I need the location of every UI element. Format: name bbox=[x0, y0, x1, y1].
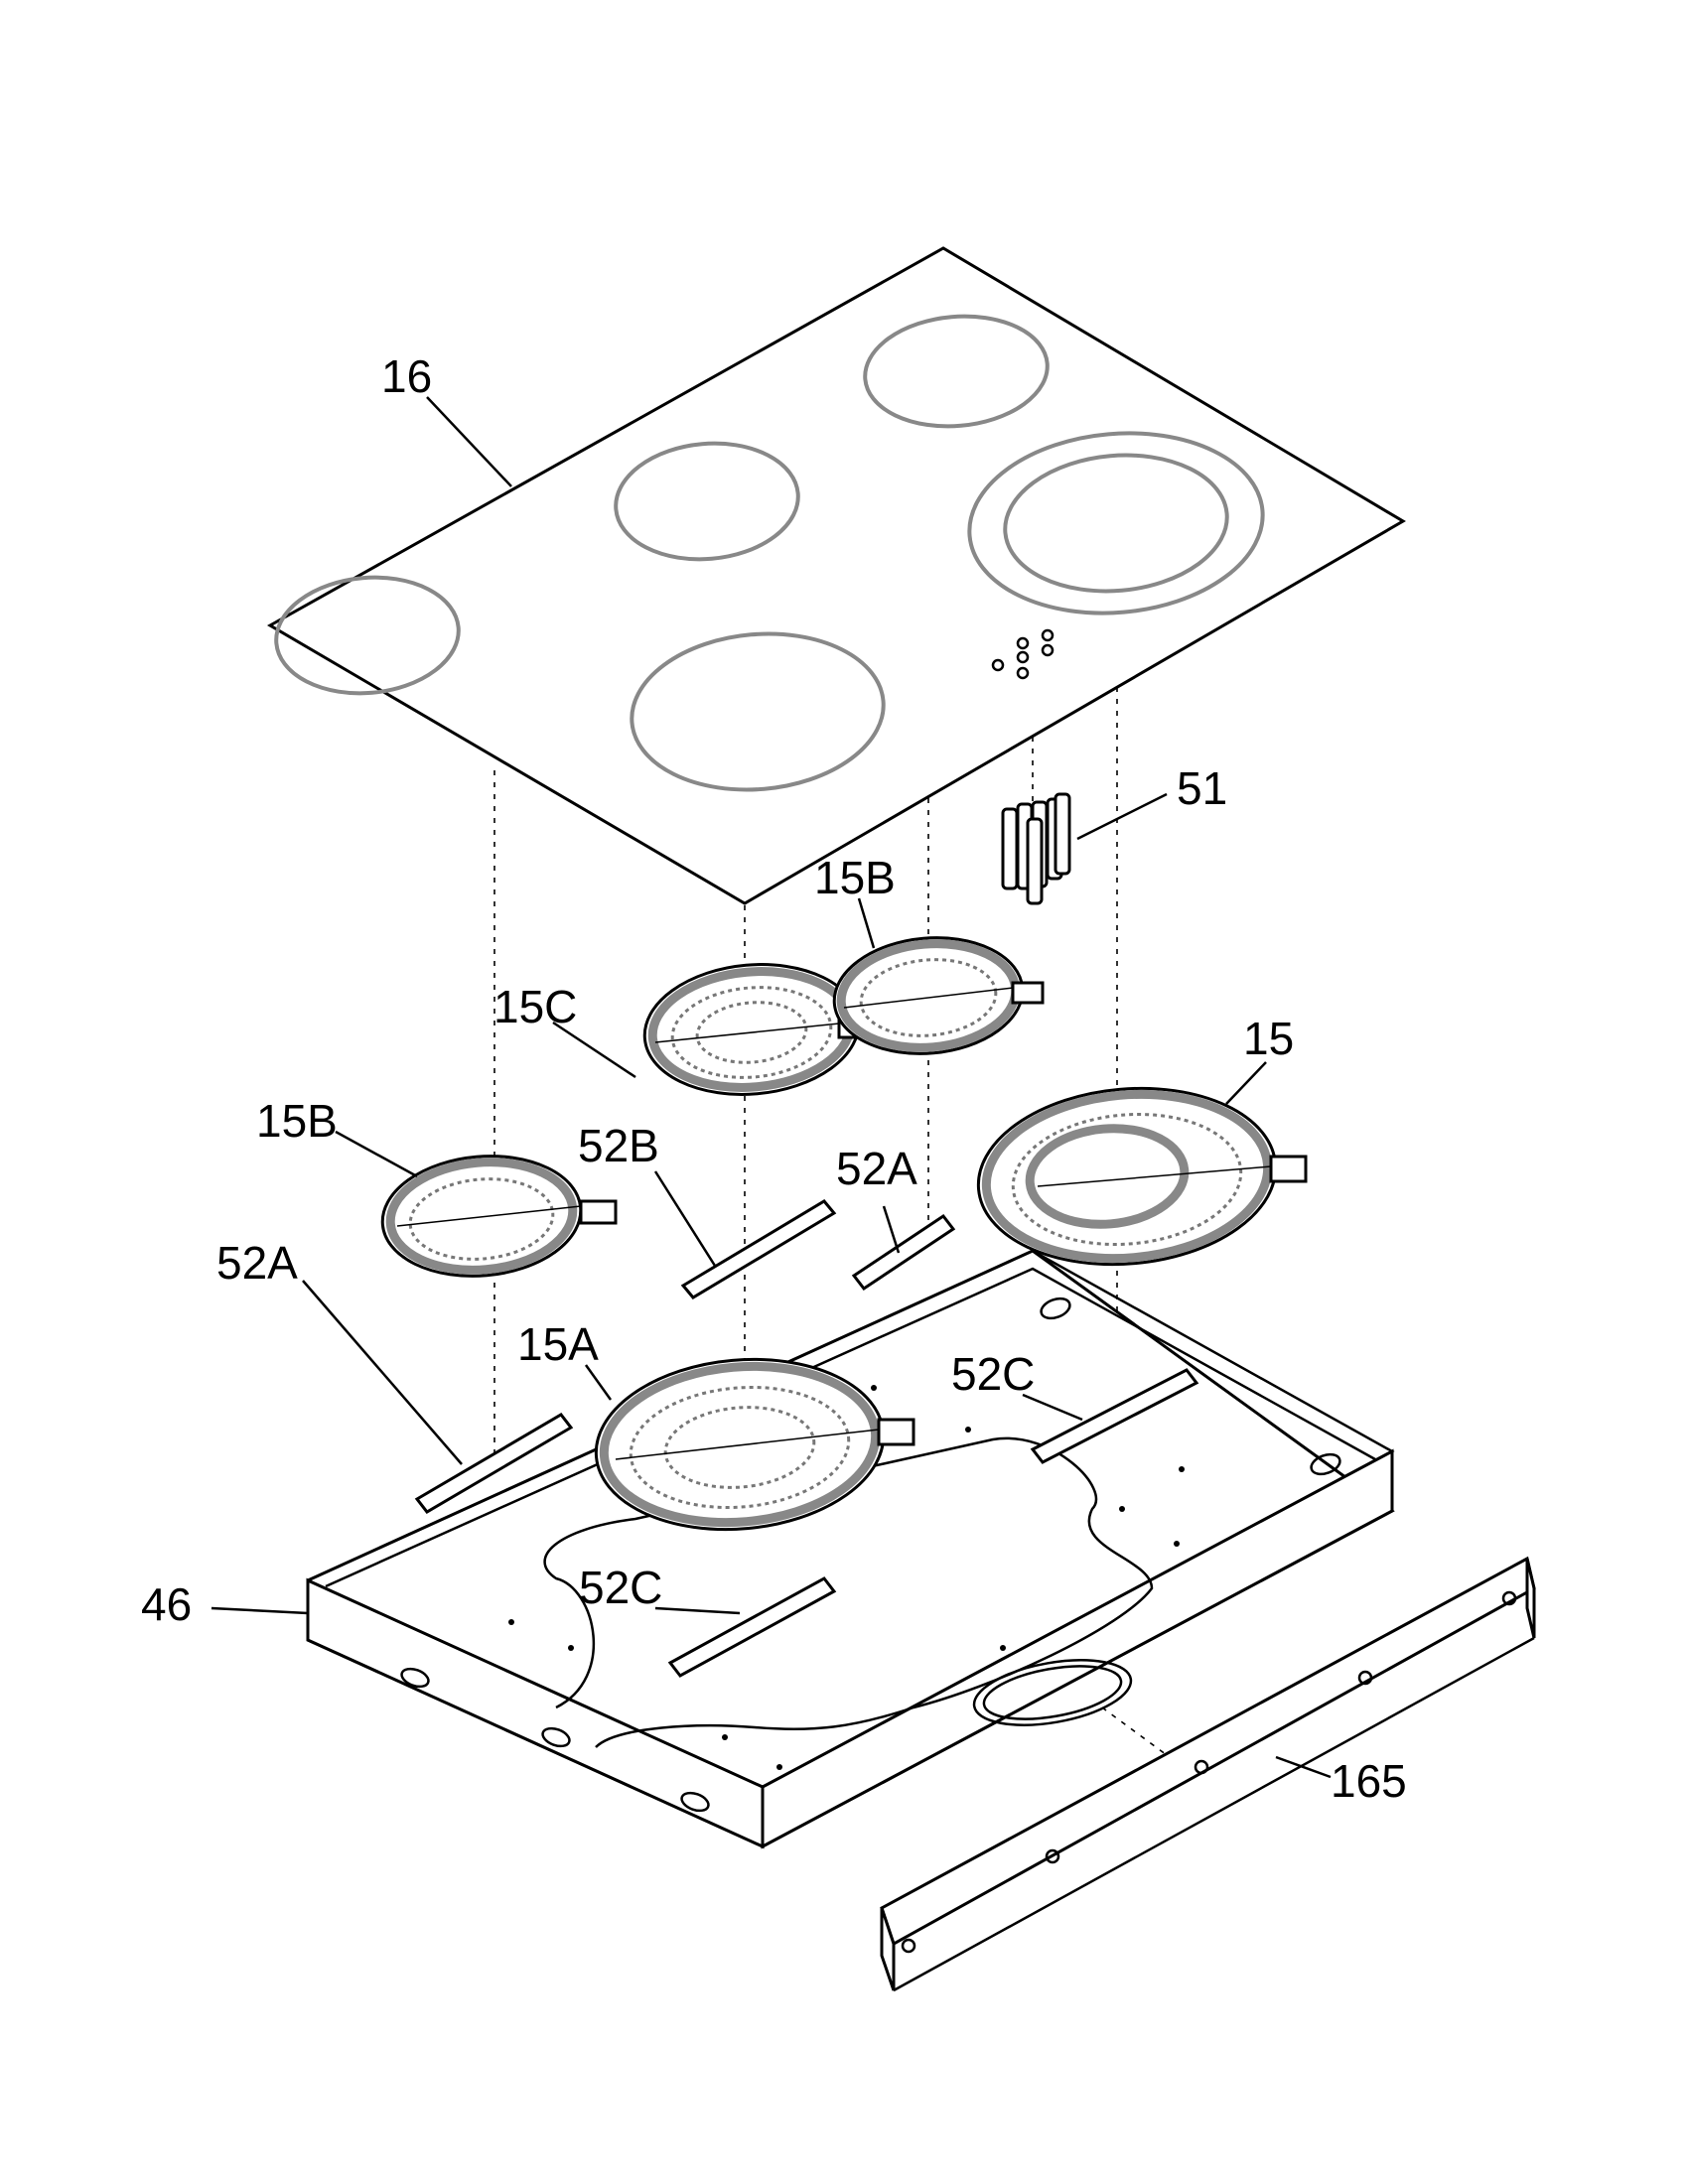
label-15a: 15A bbox=[517, 1318, 599, 1370]
element-15 bbox=[976, 1086, 1308, 1267]
strap-52a-left bbox=[414, 1413, 574, 1514]
label-15b-upper: 15B bbox=[814, 852, 896, 903]
strap-52c-center bbox=[667, 1576, 837, 1678]
cooktop-box bbox=[306, 1249, 1395, 1849]
label-52c-right: 52C bbox=[951, 1348, 1035, 1400]
indicator-lamps bbox=[1001, 792, 1071, 905]
label-52a-left: 52A bbox=[216, 1237, 298, 1289]
label-15b-left: 15B bbox=[256, 1095, 338, 1147]
label-16: 16 bbox=[381, 350, 432, 402]
strap-52a-right bbox=[851, 1213, 956, 1292]
label-15c: 15C bbox=[493, 981, 577, 1032]
callout-labels: 16 51 15B 15C 15 15B 52B 52A 52A 15A 52C… bbox=[141, 350, 1407, 1807]
strap-52c-right bbox=[1030, 1368, 1199, 1464]
element-15a bbox=[594, 1357, 915, 1532]
label-165: 165 bbox=[1331, 1755, 1407, 1807]
label-46: 46 bbox=[141, 1578, 192, 1630]
label-15: 15 bbox=[1243, 1013, 1294, 1064]
strap-52b bbox=[680, 1199, 837, 1299]
label-52b: 52B bbox=[578, 1120, 659, 1171]
element-15b-upper bbox=[832, 936, 1045, 1055]
rear-bracket bbox=[880, 1556, 1536, 1992]
element-15b-left bbox=[380, 1155, 618, 1278]
glass-cooktop bbox=[266, 246, 1406, 905]
label-52c-center: 52C bbox=[579, 1562, 662, 1613]
element-15c bbox=[642, 963, 866, 1096]
label-52a-right: 52A bbox=[836, 1143, 917, 1194]
label-51: 51 bbox=[1177, 762, 1227, 814]
leader-lines bbox=[211, 396, 1332, 1779]
